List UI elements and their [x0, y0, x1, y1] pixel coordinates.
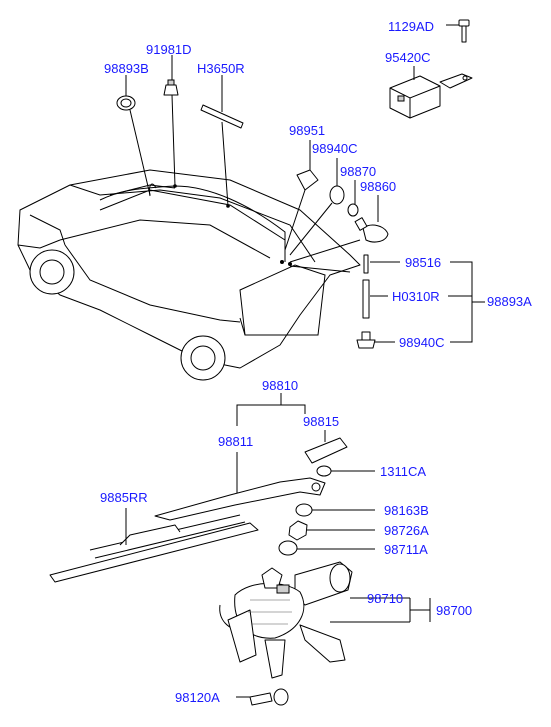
hose-H3650R [200, 75, 244, 129]
label-98815[interactable]: 98815 [303, 414, 339, 429]
vehicle-body [17, 169, 361, 381]
washer-98163B [295, 503, 375, 517]
gasket-98870 [347, 180, 359, 217]
cap-98815 [304, 430, 348, 464]
label-98726A[interactable]: 98726A [384, 523, 429, 538]
label-98710[interactable]: 98710 [367, 591, 403, 606]
label-98893A[interactable]: 98893A [487, 294, 532, 309]
clip-98951 [296, 140, 319, 191]
grommet-98893B [116, 75, 136, 111]
nut-98726A [288, 520, 375, 541]
label-98940C-bottom[interactable]: 98940C [399, 335, 445, 350]
label-1129AD[interactable]: 1129AD [388, 19, 434, 34]
wiper-arm-98811 [154, 477, 326, 521]
wiper-motor-98710 [219, 561, 410, 679]
label-9885RR[interactable]: 9885RR [100, 490, 148, 505]
cap-98711A [278, 540, 375, 556]
label-98810[interactable]: 98810 [262, 378, 298, 393]
label-1311CA[interactable]: 1311CA [380, 464, 426, 479]
relay-95420C [389, 66, 473, 119]
label-98700[interactable]: 98700 [436, 603, 472, 618]
label-95420C[interactable]: 95420C [385, 50, 431, 65]
label-91981D[interactable]: 91981D [146, 42, 192, 57]
bracket-98810 [236, 404, 306, 426]
nut-1311CA [316, 465, 375, 477]
bolt-1129AD [446, 19, 470, 43]
washer-hose [99, 185, 286, 262]
bolt-98120A [236, 688, 289, 706]
connector-91981D [163, 55, 179, 96]
label-98893B[interactable]: 98893B [104, 61, 149, 76]
label-98163B[interactable]: 98163B [384, 503, 429, 518]
washer-line-parts [289, 254, 400, 349]
label-98811[interactable]: 98811 [218, 434, 253, 449]
label-98711A[interactable]: 98711A [384, 542, 428, 557]
label-H0310R[interactable]: H0310R [392, 289, 440, 304]
label-98870[interactable]: 98870 [340, 164, 376, 179]
nozzle-98860 [354, 195, 389, 243]
label-98516[interactable]: 98516 [405, 255, 441, 270]
wiper-blade-9885RR [49, 508, 259, 583]
label-98120A[interactable]: 98120A [175, 690, 220, 705]
label-98951[interactable]: 98951 [289, 123, 325, 138]
grommet-98940C-top [329, 158, 345, 205]
label-98860[interactable]: 98860 [360, 179, 396, 194]
label-98940C-top[interactable]: 98940C [312, 141, 358, 156]
label-H3650R[interactable]: H3650R [197, 61, 245, 76]
